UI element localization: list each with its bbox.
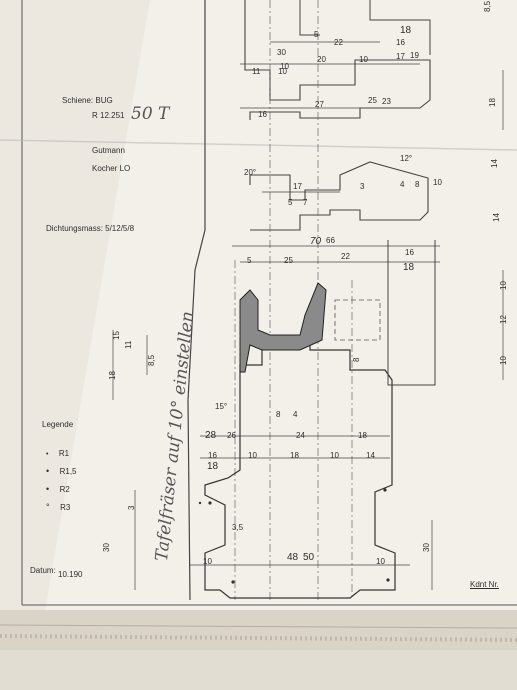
angle-label: 15° bbox=[215, 402, 228, 411]
dim-right: 14 bbox=[492, 213, 501, 222]
dim-right: 10 bbox=[499, 281, 508, 290]
dim-right: 8,5 bbox=[483, 0, 492, 12]
dim-left: 18 bbox=[108, 371, 117, 380]
product-label: Kocher LO bbox=[92, 164, 131, 173]
dim-right: 10 bbox=[499, 356, 508, 365]
legend-item: • R2 bbox=[46, 484, 70, 494]
dim-top: 30 bbox=[277, 48, 286, 57]
rail-label: Schiene: BUG bbox=[62, 96, 113, 105]
dim-top: 23 bbox=[382, 97, 391, 106]
dim-top: 19 bbox=[410, 51, 419, 60]
dim-lower: 28 bbox=[205, 430, 217, 441]
dim-lower: 8 bbox=[276, 410, 281, 419]
dim-top: 10 bbox=[278, 67, 287, 76]
dim-middle: 16 bbox=[405, 248, 414, 257]
legend-item: • R1 bbox=[46, 449, 70, 458]
angle-label: 20° bbox=[244, 168, 257, 177]
dim-left: 15 bbox=[112, 331, 121, 340]
dim-middle: 7 bbox=[303, 198, 308, 207]
dim-top: 18 bbox=[400, 25, 412, 36]
rail-handwritten: 50 T bbox=[131, 104, 170, 124]
maker-label: Gutmann bbox=[92, 146, 125, 155]
dim-top: 22 bbox=[334, 38, 343, 47]
dim-lower: 50 bbox=[303, 552, 315, 563]
dim-top: 10 bbox=[359, 55, 368, 64]
dim-middle: 10 bbox=[433, 178, 442, 187]
dim-middle: 66 bbox=[326, 236, 335, 245]
dim-right: 12 bbox=[499, 315, 508, 324]
dim-lower: 14 bbox=[366, 451, 375, 460]
dim-lower: 3,5 bbox=[232, 523, 244, 532]
dim-lower: 18 bbox=[358, 431, 367, 440]
legend-item: ° R3 bbox=[46, 502, 71, 512]
dim-middle: 25 bbox=[284, 256, 293, 265]
dim-middle: 4 bbox=[400, 180, 405, 189]
dim-right: 8 bbox=[352, 357, 361, 362]
dim-top: 10 bbox=[280, 62, 289, 71]
rail-code: R 12.251 bbox=[92, 111, 125, 120]
dim-right: 14 bbox=[490, 159, 499, 168]
dim-lower: 10 bbox=[376, 557, 385, 566]
legend-item-label: R2 bbox=[59, 485, 70, 494]
dim-left: 8,5 bbox=[147, 354, 156, 366]
date-label: Datum: bbox=[30, 566, 56, 575]
dim-top: 5 bbox=[314, 30, 319, 39]
legend-item-label: R1,5 bbox=[59, 467, 77, 476]
dim-middle: 3 bbox=[360, 182, 365, 191]
dim-left: 30 bbox=[102, 543, 111, 552]
dim-middle: 17 bbox=[293, 182, 302, 191]
dim-top: 16 bbox=[258, 110, 267, 119]
dim-middle: 8 bbox=[415, 180, 420, 189]
dim-lower: 18 bbox=[290, 451, 299, 460]
dim-middle: 70 bbox=[310, 236, 322, 247]
seal-dims: Dichtungsmass: 5/12/5/8 bbox=[46, 224, 135, 233]
legend-title: Legende bbox=[42, 420, 74, 429]
dim-lower: 4 bbox=[293, 410, 298, 419]
dim-lower: 18 bbox=[207, 461, 219, 472]
dim-right: 18 bbox=[488, 98, 497, 107]
dim-lower: 10 bbox=[330, 451, 339, 460]
dim-top: 16 bbox=[396, 38, 405, 47]
dim-top: 27 bbox=[315, 100, 324, 109]
dim-lower: 10 bbox=[248, 451, 257, 460]
dim-top: 17 bbox=[396, 52, 405, 61]
legend-item-label: R3 bbox=[60, 503, 71, 512]
angle-label: 12° bbox=[400, 154, 413, 163]
dim-top: 25 bbox=[368, 96, 377, 105]
legend-item-label: R1 bbox=[58, 449, 70, 458]
legend-item: • R1,5 bbox=[46, 466, 77, 476]
dim-lower: 10 bbox=[203, 557, 212, 566]
date-value: 10.190 bbox=[58, 570, 83, 579]
dim-left: 3 bbox=[127, 505, 136, 510]
dim-left: 11 bbox=[124, 340, 133, 349]
dim-middle: 5 bbox=[288, 198, 293, 207]
dim-lower: 48 bbox=[287, 552, 299, 563]
dim-right: 30 bbox=[422, 543, 431, 552]
customer-label: Kdnt Nr. bbox=[470, 580, 499, 589]
dim-middle: 22 bbox=[341, 252, 350, 261]
dim-top: 11 bbox=[252, 67, 261, 76]
dim-lower: 26 bbox=[227, 431, 236, 440]
dim-lower: 16 bbox=[208, 451, 217, 460]
dim-lower: 24 bbox=[296, 431, 305, 440]
dim-top: 20 bbox=[317, 55, 326, 64]
dim-middle: 18 bbox=[403, 262, 415, 273]
dim-middle: 5 bbox=[247, 256, 252, 265]
